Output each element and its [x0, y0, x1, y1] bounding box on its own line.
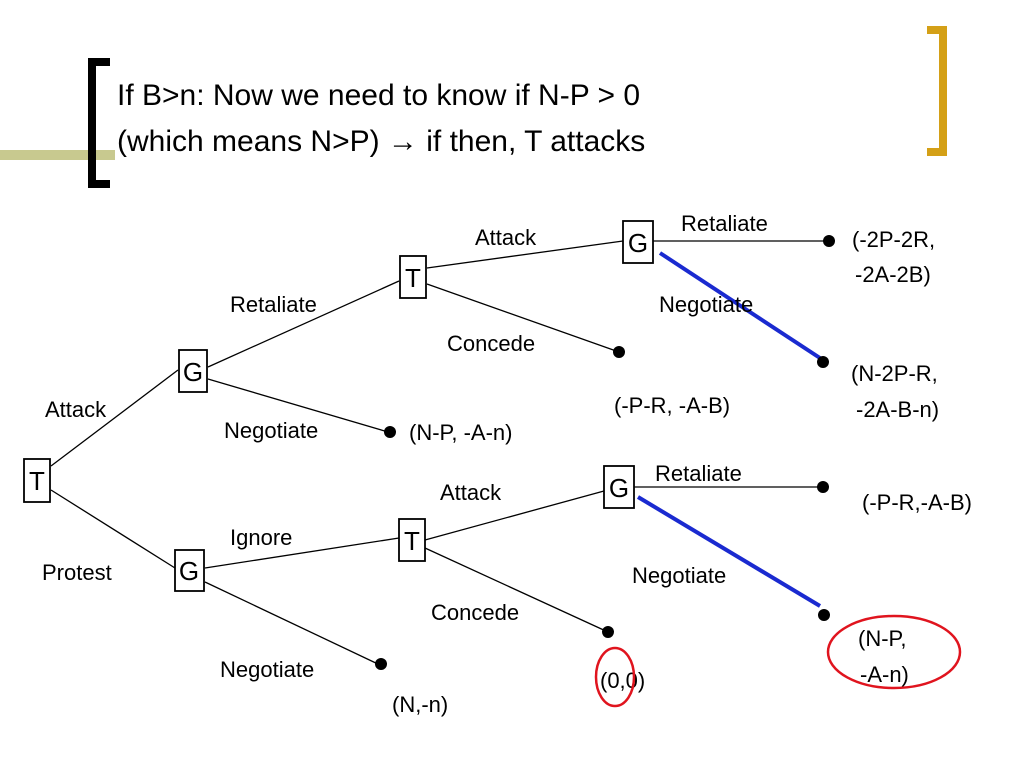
edge-g1-negotiate: [207, 378, 389, 433]
payoff-lower-negotiate-2: -A-n): [860, 662, 909, 687]
edge-label-g1-negotiate: Negotiate: [224, 418, 318, 443]
payoff-lower-negotiate-1: (N-P,: [858, 626, 907, 651]
title-line-2: (which means N>P) → if then, T attacks: [117, 125, 646, 158]
node-g-lower: [603, 465, 635, 509]
highlight-circle-zero: [594, 646, 636, 708]
title-line-1: If B>n: Now we need to know if N-P > 0: [117, 79, 641, 112]
edge-g2-negotiate: [204, 581, 381, 666]
node-t-lower: [398, 518, 426, 562]
node-boxes: [23, 220, 654, 592]
payoff-upper-negotiate-1: (N-2P-R,: [851, 361, 938, 386]
edge-label-t2-attack: Attack: [440, 480, 502, 505]
payoff-g1-negotiate: (N-P, -A-n): [409, 420, 513, 445]
edge-label-t1-concede: Concede: [447, 331, 535, 356]
node-g-lower-label: G: [609, 473, 629, 503]
edge-label-g2-negotiate: Negotiate: [220, 657, 314, 682]
payoff-t1-concede: (-P-R, -A-B): [614, 393, 730, 418]
terminal-dot: [384, 426, 396, 438]
payoff-t2-concede: (0,0): [600, 668, 645, 693]
edge-g1-retaliate: [207, 280, 400, 368]
edge-t1-concede: [426, 283, 620, 353]
terminal-dot: [817, 481, 829, 493]
edge-t1-attack: [426, 240, 624, 269]
node-g-upper: [622, 220, 654, 264]
node-g-protest: [174, 549, 205, 592]
edge-g4-negotiate-highlight: [636, 495, 822, 608]
node-t-lower-label: T: [404, 526, 420, 556]
terminal-dots: [375, 235, 835, 670]
edge-label-t1-attack: Attack: [475, 225, 537, 250]
terminal-dot: [613, 346, 625, 358]
payoff-g2-negotiate: (N,-n): [392, 692, 448, 717]
payoff-upper-retaliate-2: -2A-2B): [855, 262, 931, 287]
edge-t2-attack: [424, 490, 605, 541]
node-t-upper: [399, 255, 427, 299]
node-labels: T G G T T G G: [29, 228, 648, 586]
edge-label-g3-negotiate: Negotiate: [659, 292, 753, 317]
node-root-label: T: [29, 466, 45, 496]
right-bracket: [927, 26, 947, 156]
edge-t2-concede: [424, 547, 609, 633]
payoffs: (-2P-2R, -2A-2B) (N-2P-R, -2A-B-n) (-P-R…: [392, 227, 972, 717]
left-bracket: [88, 58, 110, 188]
edge-g2-ignore: [204, 537, 400, 569]
tree-edges: [50, 240, 829, 666]
edge-label-g4-negotiate: Negotiate: [632, 563, 726, 588]
edge-label-g1-retaliate: Retaliate: [230, 292, 317, 317]
edge-label-t2-concede: Concede: [431, 600, 519, 625]
terminal-dot: [602, 626, 614, 638]
terminal-dot: [818, 609, 830, 621]
payoff-lower-retaliate: (-P-R,-A-B): [862, 490, 972, 515]
node-root: [23, 458, 51, 503]
terminal-dot: [817, 356, 829, 368]
edge-label-g2-ignore: Ignore: [230, 525, 292, 550]
node-g-protest-label: G: [179, 556, 199, 586]
edge-label-root-attack: Attack: [45, 397, 107, 422]
node-g-attack-label: G: [183, 357, 203, 387]
edge-label-root-protest: Protest: [42, 560, 112, 585]
payoff-upper-negotiate-2: -2A-B-n): [856, 397, 939, 422]
edge-labels: Attack Protest Retaliate Negotiate Ignor…: [42, 211, 768, 682]
edge-label-g4-retaliate: Retaliate: [655, 461, 742, 486]
edge-root-protest: [50, 489, 176, 569]
terminal-dot: [375, 658, 387, 670]
terminal-dot: [823, 235, 835, 247]
edge-label-g3-retaliate: Retaliate: [681, 211, 768, 236]
edge-g3-negotiate-highlight: [658, 251, 825, 362]
node-g-attack: [178, 349, 208, 393]
node-t-upper-label: T: [405, 263, 421, 293]
node-g-upper-label: G: [628, 228, 648, 258]
highlight-circle-np: [826, 614, 962, 690]
payoff-upper-retaliate-1: (-2P-2R,: [852, 227, 935, 252]
accent-bar: [0, 150, 115, 160]
edge-root-attack: [50, 369, 179, 467]
